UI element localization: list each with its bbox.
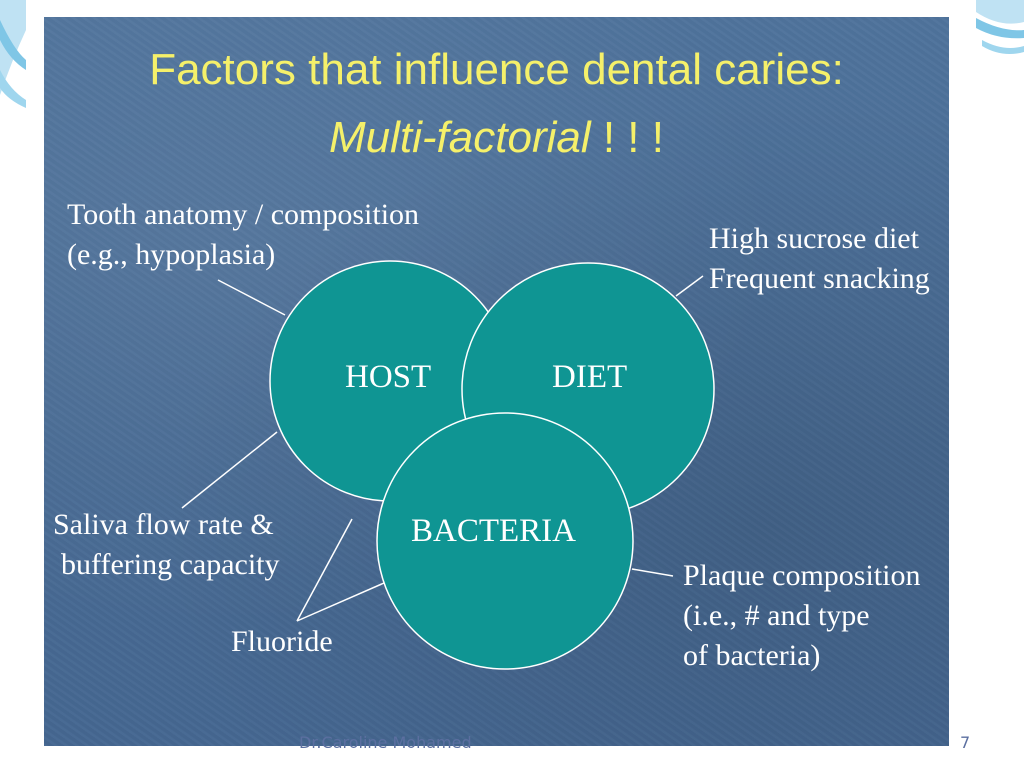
connector-plaque-bacteria [631, 568, 674, 577]
footer-author: Dr.Caroline Mohamed [299, 733, 472, 752]
subtitle-exclamations: ! ! ! [590, 113, 664, 162]
slide-title: Factors that influence dental caries: [149, 45, 844, 94]
tooth-anatomy-label: Tooth anatomy / composition (e.g., hypop… [67, 195, 419, 275]
tooth-anatomy-line2: (e.g., hypoplasia) [67, 238, 276, 271]
host-label: HOST [345, 359, 432, 395]
plaque-line3: of bacteria) [683, 639, 821, 672]
connector-tooth-host [217, 279, 286, 316]
connector-saliva-host [181, 431, 278, 509]
saliva-line1: Saliva flow rate & [53, 508, 274, 541]
connector-fluoride-bacteria [296, 582, 385, 622]
plaque-line1: Plaque composition [683, 559, 921, 592]
tooth-anatomy-line1: Tooth anatomy / composition [67, 198, 420, 231]
connector-fluoride-host [296, 518, 353, 622]
diet-factors-line1: High sucrose diet [709, 222, 919, 255]
bacteria-label: BACTERIA [411, 513, 576, 549]
fluoride-label: Fluoride [231, 625, 333, 658]
saliva-line2: buffering capacity [61, 548, 280, 581]
plaque-line2: (i.e., # and type [683, 599, 870, 632]
left-corner-decoration [0, 0, 26, 120]
page-number: 7 [960, 733, 971, 752]
connector-diet [675, 275, 704, 297]
bacteria-circle [376, 412, 634, 670]
right-corner-decoration [976, 0, 1024, 120]
subtitle-emphasis: Multi-factorial [329, 113, 591, 162]
saliva-label: Saliva flow rate & buffering capacity [53, 505, 280, 585]
diet-factors-label: High sucrose diet Frequent snacking [709, 219, 930, 299]
diet-factors-line2: Frequent snacking [709, 262, 930, 295]
diet-label: DIET [552, 359, 628, 395]
plaque-label: Plaque composition (i.e., # and type of … [683, 556, 920, 676]
slide-subtitle: Multi-factorial ! ! ! [44, 113, 949, 163]
